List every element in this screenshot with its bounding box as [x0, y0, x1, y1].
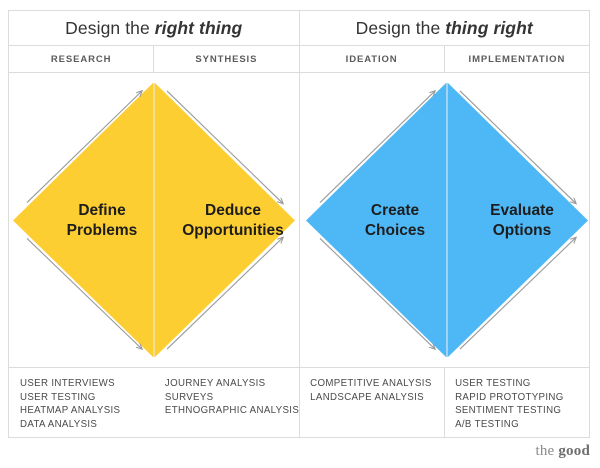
list-item: USER INTERVIEWS: [20, 378, 115, 389]
arrow-research-diverge-up: [26, 91, 142, 203]
methods-list: USER INTERVIEWS USER TESTING HEATMAP ANA…: [20, 377, 154, 431]
title-row: Design the right thing Design the thing …: [9, 11, 589, 46]
diamond-yellow-left-half: [13, 82, 153, 358]
methods-list: USER TESTING RAPID PROTOTYPING SENTIMENT…: [455, 377, 589, 431]
arrow-synthesis-converge-down: [166, 90, 283, 204]
list-item: RAPID PROTOTYPING: [455, 391, 564, 403]
list-item: HEATMAP ANALYSIS: [20, 405, 121, 417]
title-left-emphasis: right thing: [154, 17, 243, 38]
list-item: USER TESTING: [20, 391, 96, 403]
list-item: SENTIMENT TESTING: [455, 405, 562, 417]
phase-label-implementation: IMPLEMENTATION: [443, 46, 589, 72]
list-item: LANDSCAPE ANALYSIS: [310, 391, 424, 403]
brand-wordmark: the good: [535, 443, 590, 460]
column-divider-center: [299, 73, 300, 367]
methods-row: USER INTERVIEWS USER TESTING HEATMAP ANA…: [9, 368, 589, 438]
diamond-blue-right-half: [448, 82, 588, 358]
list-item: DATA ANALYSIS: [20, 418, 98, 430]
methods-list: COMPETITIVE ANALYSIS LANDSCAPE ANALYSIS: [310, 377, 444, 404]
diagram-frame: Design the right thing Design the thing …: [8, 10, 590, 438]
diagram-canvas: Define Problems Deduce Opportunities Cre…: [9, 73, 589, 368]
title-right: Design the thing right: [298, 11, 590, 45]
list-item: ETHNOGRAPHIC ANALYSIS: [164, 405, 300, 417]
arrow-synthesis-diverge-up: [166, 237, 283, 350]
brand-the: the: [535, 443, 559, 459]
title-right-lead: Design the: [355, 17, 441, 38]
arrow-ideation-converge-down: [319, 238, 435, 349]
methods-implementation: USER TESTING RAPID PROTOTYPING SENTIMENT…: [444, 368, 589, 438]
phase-label-ideation: IDEATION: [298, 46, 444, 72]
arrow-ideation-diverge-up: [319, 91, 435, 203]
diamond-yellow-right-half: [155, 82, 295, 358]
arrow-research-converge-down: [26, 238, 142, 349]
diamond-graphics: [13, 82, 588, 358]
title-right-emphasis: thing right: [445, 17, 533, 38]
title-left-lead: Design the: [65, 17, 150, 38]
phase-row: RESEARCH SYNTHESIS IDEATION IMPLEMENTATI…: [9, 46, 589, 73]
list-item: COMPETITIVE ANALYSIS: [310, 378, 432, 389]
list-item: USER TESTING: [455, 378, 531, 389]
diamond-blue-left-half: [306, 82, 446, 358]
list-item: JOURNEY ANALYSIS: [164, 378, 266, 389]
methods-research: USER INTERVIEWS USER TESTING HEATMAP ANA…: [9, 368, 154, 438]
arrow-implementation-diverge-up: [459, 237, 576, 350]
list-item: A/B TESTING: [455, 418, 520, 430]
title-left: Design the right thing: [9, 11, 299, 45]
phase-label-research: RESEARCH: [50, 53, 112, 65]
methods-list: JOURNEY ANALYSIS SURVEYS ETHNOGRAPHIC AN…: [165, 377, 299, 418]
methods-ideation: COMPETITIVE ANALYSIS LANDSCAPE ANALYSIS: [299, 368, 444, 438]
list-item: SURVEYS: [164, 391, 214, 403]
brand-good: good: [558, 443, 590, 459]
phase-label-synthesis: SYNTHESIS: [153, 46, 298, 72]
arrow-implementation-converge-down: [459, 90, 576, 204]
methods-synthesis: JOURNEY ANALYSIS SURVEYS ETHNOGRAPHIC AN…: [154, 368, 299, 438]
